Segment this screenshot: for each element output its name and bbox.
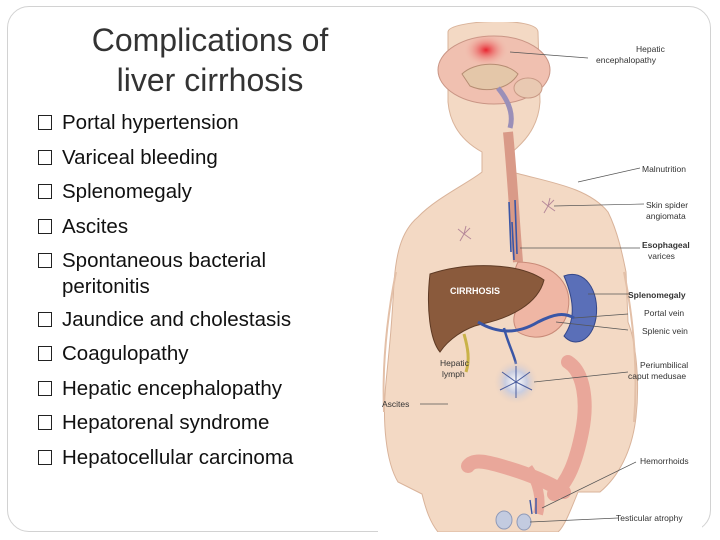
list-item-text: Spontaneous bacterial <box>62 249 267 272</box>
label-portal-vein: Portal vein <box>644 308 684 318</box>
label-testicular-atrophy: Testicular atrophy <box>616 513 683 523</box>
liver-shape <box>428 265 545 353</box>
label-hemorrhoids: Hemorrhoids <box>640 456 689 466</box>
list-item: Coagulopathy <box>36 337 376 372</box>
list-item-text: Coagulopathy <box>62 342 189 365</box>
list-item: Hepatic encephalopathy <box>36 372 376 407</box>
list-item: Hepatocellular carcinoma <box>36 441 376 476</box>
bullet-box-icon <box>38 415 52 430</box>
title-line-1: Complications of <box>91 22 329 58</box>
label-malnutrition: Malnutrition <box>642 164 686 174</box>
bullet-box-icon <box>38 149 52 165</box>
label-skin-spider-1: Skin spider <box>646 200 688 210</box>
list-item: Portal hypertension <box>36 106 376 141</box>
list-item-text: Portal hypertension <box>62 111 239 134</box>
testis-left <box>495 510 513 530</box>
label-periumbilical-2: caput medusae <box>628 371 686 381</box>
label-hepatic-encephalopathy-2: encephalopathy <box>596 55 657 65</box>
bullet-box-icon <box>38 346 52 361</box>
organ-label-cirrhosis: CIRRHOSIS <box>450 286 500 296</box>
label-splenic-vein: Splenic vein <box>642 326 688 336</box>
anatomy-svg: CIRRHOSIS <box>382 22 690 532</box>
bullet-box-icon <box>38 380 52 396</box>
list-item-text: Splenomegaly <box>62 180 192 203</box>
label-hepatic-encephalopathy-1: Hepatic <box>636 44 666 54</box>
label-splenomegaly: Splenomegaly <box>628 290 686 300</box>
bullet-box-icon <box>38 311 52 327</box>
complications-list: Portal hypertension Variceal bleeding Sp… <box>36 106 376 475</box>
bullet-box-icon <box>38 253 52 268</box>
list-item: Hepatorenal syndrome <box>36 406 376 441</box>
label-esophageal-2: varices <box>648 251 675 261</box>
bullet-box-icon <box>38 115 52 130</box>
list-item-text: Variceal bleeding <box>62 145 218 169</box>
bullet-box-icon <box>38 218 52 234</box>
list-item-text: Hepatorenal syndrome <box>62 411 270 434</box>
cirrhosis-anatomy-illustration: CIRRHOSIS <box>378 22 702 532</box>
slide-frame <box>7 6 711 532</box>
portal-vein <box>477 313 575 333</box>
slide-title: Complications of liver cirrhosis <box>60 20 360 100</box>
label-skin-spider-2: angiomata <box>646 211 686 221</box>
list-item-text: Jaundice and cholestasis <box>62 307 292 331</box>
list-item: Splenomegaly <box>36 175 376 210</box>
list-item-text: Hepatic encephalopathy <box>62 376 282 400</box>
colon <box>461 355 592 501</box>
list-item-continuation: peritonitis <box>62 274 150 298</box>
label-hepatic-lymph-1: Hepatic <box>440 358 470 368</box>
label-hepatic-lymph-2: lymph <box>442 369 465 379</box>
testis-right <box>516 513 532 531</box>
list-item: Jaundice and cholestasis <box>36 303 376 338</box>
label-periumbilical-1: Periumbilical <box>640 360 688 370</box>
list-item-text: Hepatocellular carcinoma <box>62 445 294 469</box>
spider-angioma-icon <box>457 197 556 242</box>
title-line-2: liver cirrhosis <box>116 62 304 98</box>
list-item: Ascites <box>36 210 376 245</box>
spleen-shape <box>563 273 598 343</box>
bullet-box-icon <box>38 449 52 465</box>
label-esophageal-1: Esophageal <box>642 240 690 250</box>
bullet-box-icon <box>38 184 52 199</box>
list-item-text: Ascites <box>62 214 129 238</box>
brain-hotspot <box>464 34 508 66</box>
list-item: Variceal bleeding <box>36 141 376 176</box>
label-ascites: Ascites <box>382 399 409 409</box>
